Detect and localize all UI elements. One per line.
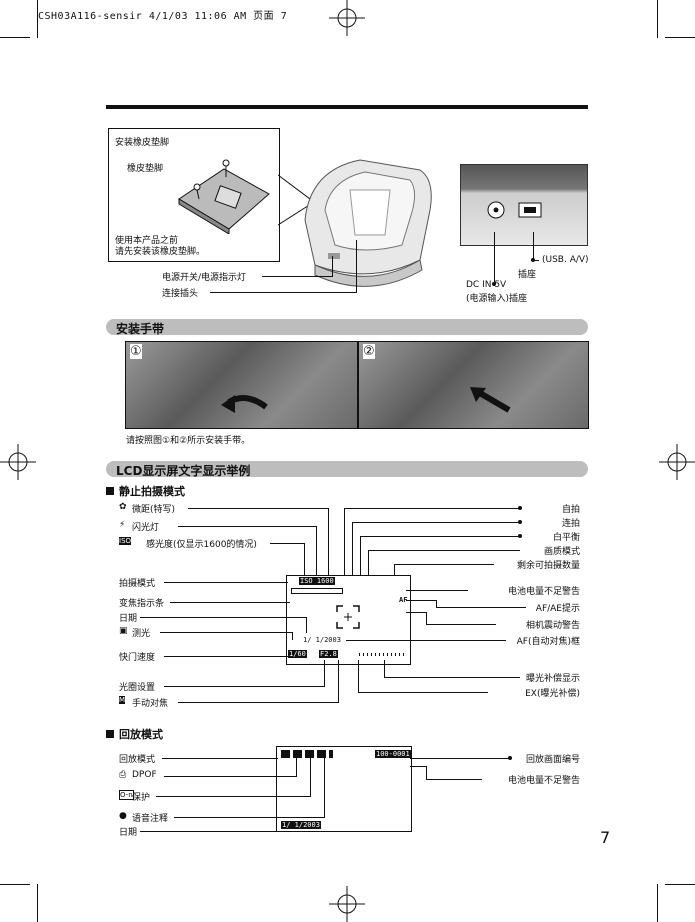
label-remaining-shots: 剩余可拍摄数量 xyxy=(516,561,580,571)
inset-title: 安装橡皮垫脚 xyxy=(115,138,170,148)
arrow-icon xyxy=(221,395,268,413)
arrow-icon xyxy=(470,387,511,413)
label-flash: 闪光灯 xyxy=(132,523,160,533)
lcd-iso: ISO 1600 xyxy=(299,577,335,585)
dcin-line1: DC IN 5V xyxy=(466,280,507,290)
label-metering: 测光 xyxy=(132,629,151,639)
strap-photo-step1: ① xyxy=(125,341,358,429)
crop-mark xyxy=(665,884,695,885)
socket-label: 插座 xyxy=(518,270,537,280)
label-playback-number: 回放画面编号 xyxy=(525,755,580,765)
connector-label: 连接插头 xyxy=(162,289,199,299)
label-macro: 微距(特写) xyxy=(132,505,176,515)
section-title: 安装手带 xyxy=(116,322,165,336)
section-bar-strap: 安装手带 xyxy=(106,319,588,336)
step2-marker: ② xyxy=(363,344,375,359)
label-manual-focus: 手动对焦 xyxy=(132,699,169,709)
registration-mark-icon xyxy=(329,886,365,922)
usb-label: (USB. A/V) xyxy=(542,255,589,265)
top-rule xyxy=(106,105,588,109)
label-shake-warning: 相机震动警告 xyxy=(525,621,580,631)
af-frame-icon xyxy=(336,605,360,629)
page-number: 7 xyxy=(600,828,611,847)
lcd-shutter: 1/60 xyxy=(288,650,307,658)
label-quality-mode: 画质模式 xyxy=(543,547,580,557)
crop-mark xyxy=(657,0,658,38)
label-shutter: 快门速度 xyxy=(119,653,156,663)
inset-note-line1: 使用本产品之前 xyxy=(115,236,179,246)
section-bar-lcd: LCD显示屏文字显示举例 xyxy=(106,461,588,478)
cradle-bottom-illustration xyxy=(178,159,270,234)
step1-marker: ① xyxy=(130,344,142,359)
playback-icons xyxy=(281,750,333,758)
registration-mark-icon xyxy=(659,444,695,480)
file-header: CSH03A116-sensir 4/1/03 11:06 AM 页面 7 xyxy=(38,11,288,22)
label-iso: 感光度(仅显示1600的情况) xyxy=(146,540,257,550)
label-ev-compensation: EX(曝光补偿) xyxy=(525,689,580,699)
crop-mark xyxy=(37,884,38,922)
lcd-date: 1/ 1/2003 xyxy=(303,636,341,644)
cradle-illustration xyxy=(304,159,432,287)
label-exposure-display: 曝光补偿显示 xyxy=(525,674,580,684)
crop-mark xyxy=(657,884,658,922)
label-playback-mode: 回放模式 xyxy=(119,755,156,765)
crop-mark xyxy=(0,37,30,38)
exposure-scale xyxy=(359,653,407,656)
dcin-line2: (电源输入)插座 xyxy=(466,294,528,304)
usb-socket-icon xyxy=(518,202,542,218)
label-self-timer: 自拍 xyxy=(561,505,580,515)
label-aperture: 光圈设置 xyxy=(119,683,156,693)
still-mode-title: 静止拍摄模式 xyxy=(106,483,185,499)
lcd-playback-date: 1/ 1/2003 xyxy=(281,821,321,829)
label-dpof: DPOF xyxy=(132,770,157,780)
lcd-playback-number: 100-0001 xyxy=(375,750,411,758)
dc-socket-icon xyxy=(487,201,505,219)
registration-mark-icon xyxy=(0,444,36,480)
strap-photo-step2: ② xyxy=(358,341,589,429)
strap-instruction: 请按照图①和②所示安装手带。 xyxy=(126,436,251,446)
lcd-af: AF xyxy=(399,596,408,604)
inset-note-line2: 请先安装该橡皮垫脚。 xyxy=(115,247,206,257)
label-voice-memo: 语音注释 xyxy=(132,814,169,824)
label-zoom-bar: 变焦指示条 xyxy=(119,599,165,609)
label-shooting-mode: 拍摄模式 xyxy=(119,579,156,589)
label-protect: 保护 xyxy=(132,793,151,803)
label-battery-warning: 电池电量不足警告 xyxy=(507,587,580,597)
inset-box: 安装橡皮垫脚 橡皮垫脚 使用本产品之前 请先安装该橡皮垫脚。 xyxy=(108,128,280,262)
crop-mark xyxy=(665,37,695,38)
playback-mode-title: 回放模式 xyxy=(106,726,163,742)
label-playback-date: 日期 xyxy=(119,828,138,838)
registration-mark-icon xyxy=(329,0,365,36)
label-af-ae: AF/AE提示 xyxy=(535,604,580,614)
inset-foot-label: 橡皮垫脚 xyxy=(127,164,164,174)
crop-mark xyxy=(37,0,38,38)
power-switch-label: 电源开关/电源指示灯 xyxy=(162,273,247,283)
connector-panel xyxy=(460,164,588,246)
lcd-aperture: F2.8 xyxy=(319,650,338,658)
label-playback-battery: 电池电量不足警告 xyxy=(507,776,580,786)
label-af-frame: AF(自动对焦)框 xyxy=(516,637,580,647)
section-title: LCD显示屏文字显示举例 xyxy=(116,464,251,478)
lcd-screen-still: ISO 1600 1/ 1/2003 1/60 F2.8 AF xyxy=(286,575,411,665)
zoom-bar xyxy=(291,588,343,594)
crop-mark xyxy=(0,884,30,885)
label-continuous: 连拍 xyxy=(561,519,580,529)
label-white-balance: 白平衡 xyxy=(552,533,580,543)
label-date: 日期 xyxy=(119,614,138,624)
